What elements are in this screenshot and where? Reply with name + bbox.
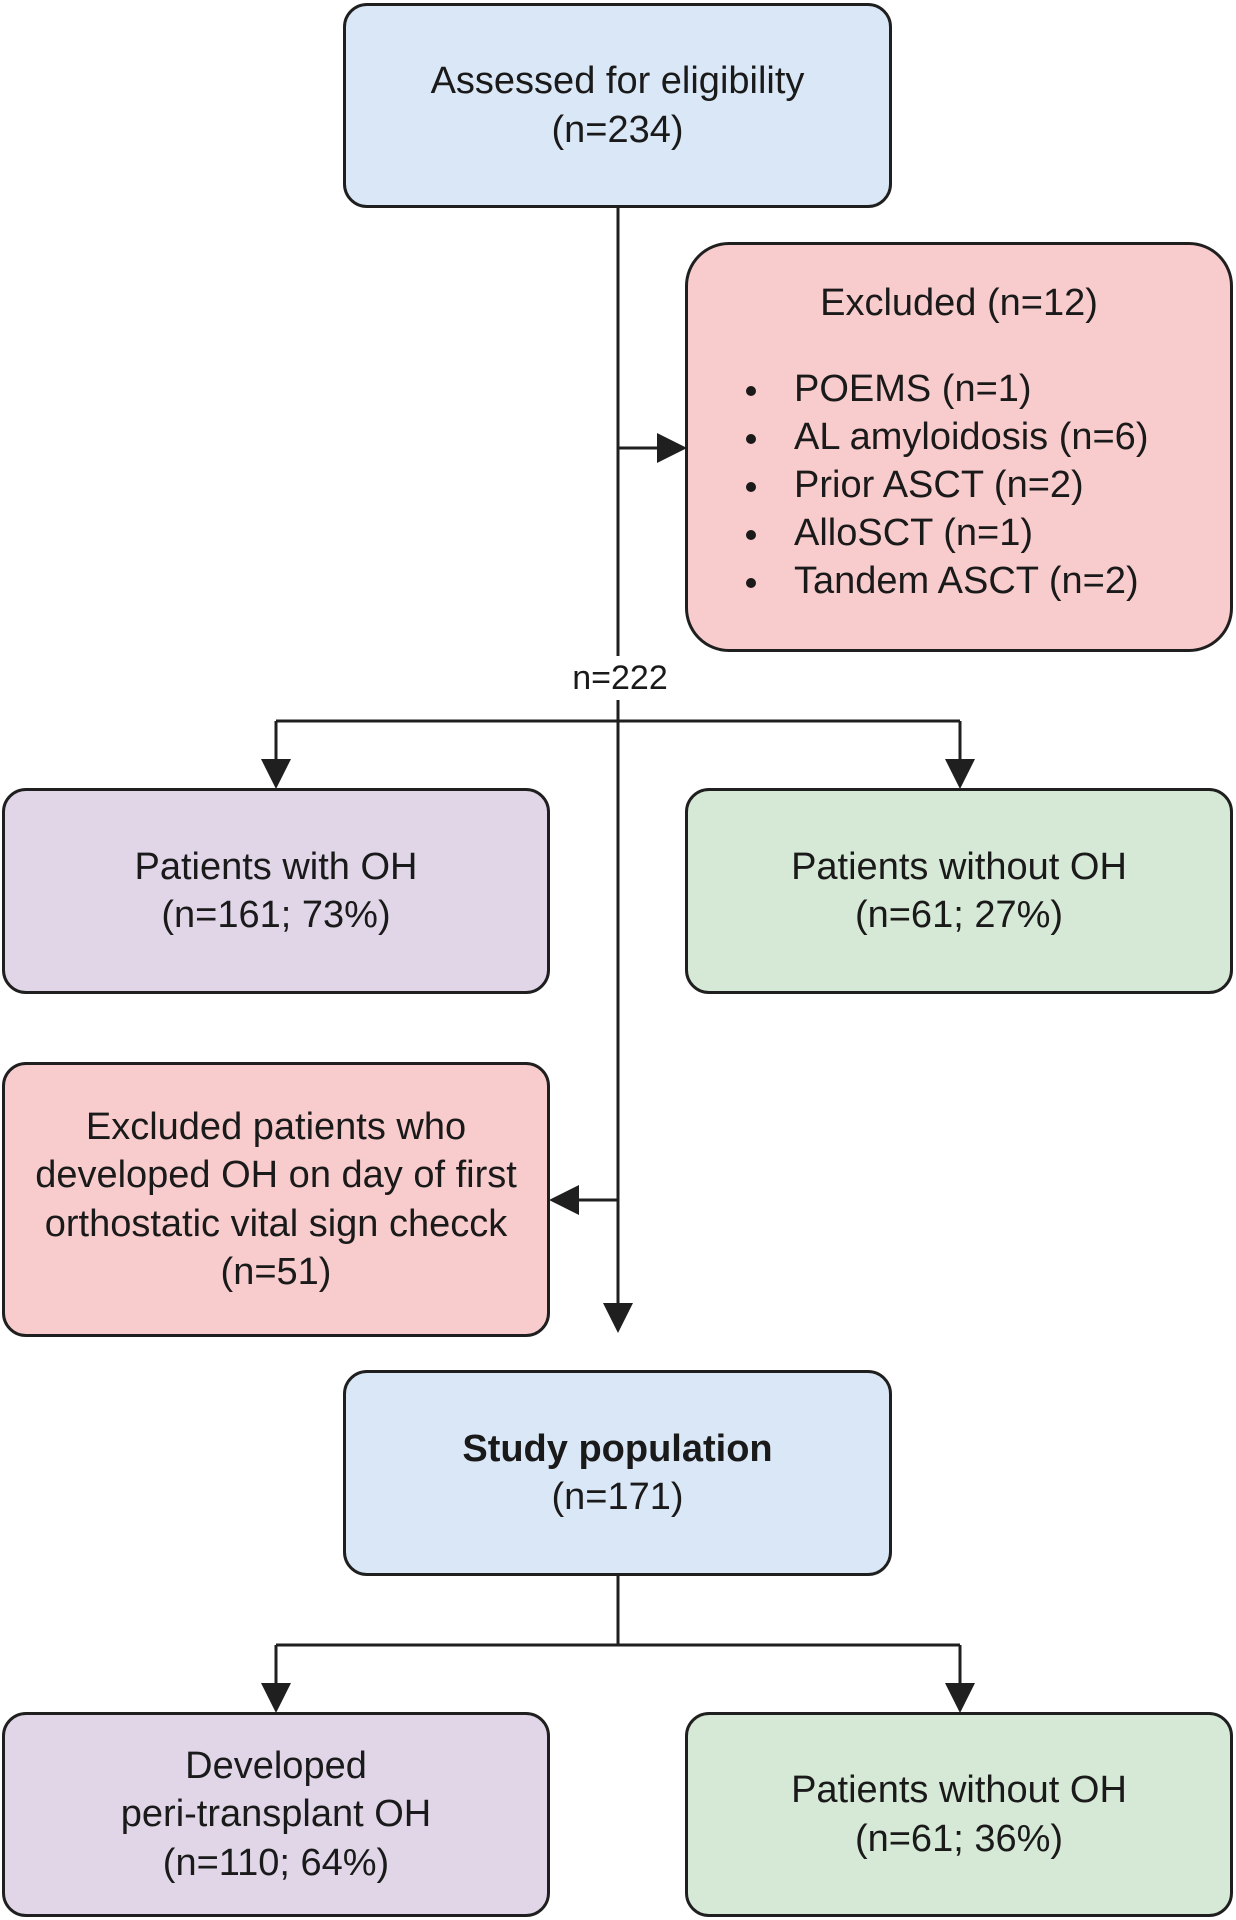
list-item: Tandem ASCT (n=2) [738, 557, 1148, 605]
list-item: AL amyloidosis (n=6) [738, 413, 1148, 461]
exclusion-reason-list: POEMS (n=1) AL amyloidosis (n=6) Prior A… [738, 365, 1148, 605]
assessed-count: (n=234) [551, 108, 684, 151]
patients-with-oh-count: (n=161; 73%) [161, 894, 391, 936]
split-count-label: n=222 [520, 656, 720, 700]
patients-without-oh-count: (n=61; 27%) [854, 894, 1064, 936]
developed-oh-count: (n=110; 64%) [162, 1841, 390, 1884]
developed-oh-line-1: Developed [185, 1745, 367, 1788]
study-without-oh-count: (n=61; 36%) [854, 1817, 1064, 1860]
excluded-first-day-line-2: developed OH on day of first [35, 1154, 517, 1197]
patients-with-oh-title: Patients with OH [134, 845, 418, 888]
list-item: Prior ASCT (n=2) [738, 461, 1148, 509]
developed-oh-line-2: peri-transplant OH [120, 1793, 432, 1836]
patients-without-oh-title: Patients without OH [791, 845, 1127, 888]
study-without-oh-box: Patients without OH (n=61; 36%) [685, 1712, 1233, 1917]
excluded-first-day-box: Excluded patients who developed OH on da… [2, 1062, 550, 1337]
assessed-box: Assessed for eligibility (n=234) [343, 3, 892, 208]
study-without-oh-title: Patients without OH [791, 1769, 1127, 1812]
patients-with-oh-box: Patients with OH (n=161; 73%) [2, 788, 550, 994]
excluded-screening-title: Excluded (n=12) [820, 282, 1098, 324]
assessed-title: Assessed for eligibility [430, 60, 805, 103]
excluded-first-day-count: (n=51) [220, 1250, 332, 1293]
patients-without-oh-box: Patients without OH (n=61; 27%) [685, 788, 1233, 994]
excluded-first-day-line-3: orthostatic vital sign checck [44, 1202, 508, 1245]
list-item: AlloSCT (n=1) [738, 509, 1148, 557]
study-population-title: Study population [462, 1427, 773, 1470]
developed-oh-box: Developed peri-transplant OH (n=110; 64%… [2, 1712, 550, 1917]
excluded-screening-box: Excluded (n=12) POEMS (n=1) AL amyloidos… [685, 242, 1233, 652]
study-population-count: (n=171) [551, 1476, 684, 1518]
excluded-first-day-line-1: Excluded patients who [85, 1106, 467, 1148]
list-item: POEMS (n=1) [738, 365, 1148, 413]
study-population-box: Study population (n=171) [343, 1370, 892, 1576]
